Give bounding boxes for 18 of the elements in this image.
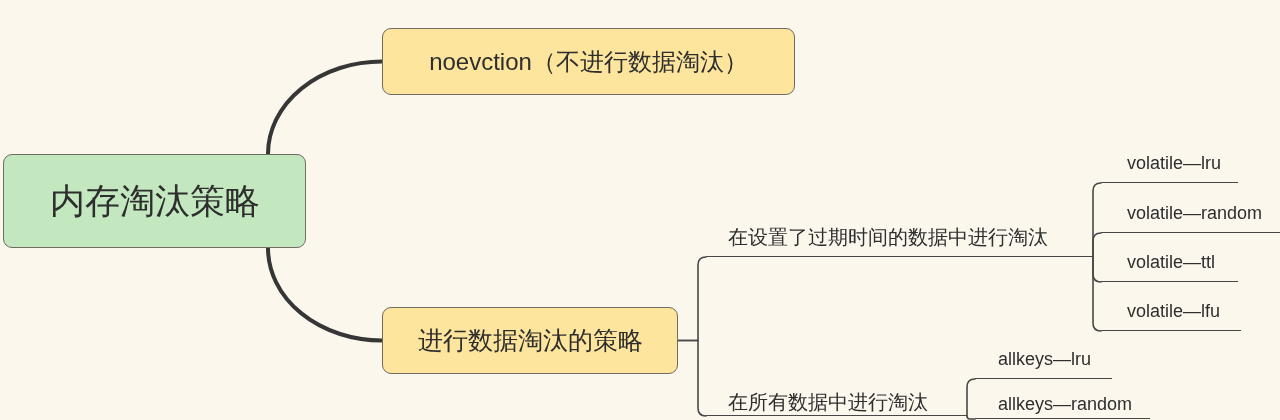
central-topic-box: 内存淘汰策略	[3, 154, 306, 248]
leaf-label: volatile—random	[1101, 195, 1280, 233]
connector-line	[1092, 232, 1102, 258]
branch-label: 在所有数据中进行淘汰	[706, 390, 967, 416]
connector-line	[966, 415, 976, 420]
branch-curve	[266, 246, 384, 343]
connector-line	[677, 339, 707, 417]
leaf-label: volatile—ttl	[1101, 244, 1238, 282]
leaf-label: volatile—lru	[1101, 145, 1238, 183]
topic-box: 进行数据淘汰的策略	[382, 307, 678, 374]
branch-curve	[266, 59, 384, 156]
leaf-label: allkeys—random	[975, 390, 1150, 419]
leaf-label: volatile—lfu	[1101, 293, 1241, 331]
leaf-label: allkeys—lru	[975, 341, 1112, 379]
connector-line	[1092, 256, 1102, 332]
topic-box: noevction（不进行数据淘汰）	[382, 28, 795, 95]
connector-line	[966, 378, 976, 417]
branch-label: 在设置了过期时间的数据中进行淘汰	[706, 219, 1093, 257]
